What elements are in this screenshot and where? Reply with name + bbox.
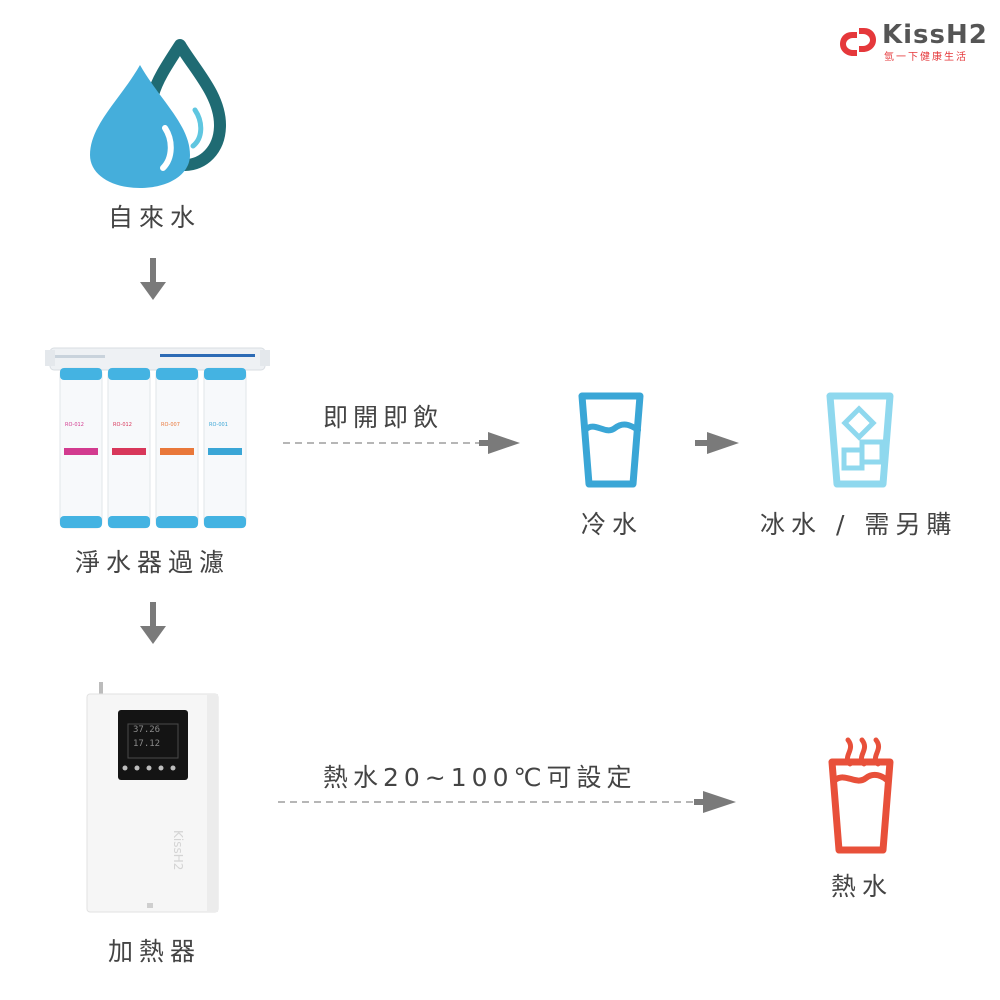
heater-display-reading: 37.26: [133, 725, 161, 735]
purifier-label: 淨水器過濾: [75, 548, 231, 577]
dashed-arrow: [278, 791, 736, 813]
hot-water-label: 熱水: [831, 872, 894, 901]
heater-label: 加熱器: [108, 937, 202, 966]
down-arrow-icon: [140, 602, 166, 644]
ice-water-label: 冰水 / 需另購: [760, 510, 958, 539]
filter-code: RO-012: [65, 422, 84, 428]
down-arrow-icon: [140, 258, 166, 300]
purifier-image: RO-012 RO-012 RO-007 RO-001: [45, 340, 270, 530]
brand-logo: KissH2 氫一下健康生活: [838, 20, 988, 64]
logo-mark-icon: [840, 28, 876, 56]
heater-display-reading: 17.12: [133, 739, 161, 749]
cold-water-label: 冷水: [581, 510, 644, 539]
filter-code: RO-007: [161, 422, 180, 428]
water-drops-icon: [90, 39, 226, 188]
dashed-arrow: [283, 432, 520, 454]
heater-image: 37.26 17.12 KissH2: [85, 680, 220, 915]
ice-water-cup-icon: [826, 392, 894, 488]
heater-brand-mark: KissH2: [171, 830, 185, 871]
logo-brand-text: KissH2: [882, 20, 988, 50]
hot-water-cup-icon: [828, 737, 894, 854]
tap-water-label: 自來水: [108, 203, 202, 232]
filter-code: RO-001: [209, 422, 228, 428]
cold-water-cup-icon: [578, 392, 644, 488]
instant-drink-note: 即開即飲: [323, 403, 444, 432]
logo-tagline: 氫一下健康生活: [884, 52, 968, 63]
right-arrow-icon: [695, 432, 739, 454]
filter-code: RO-012: [113, 422, 132, 428]
hot-water-setting-note: 熱水20~100℃可設定: [323, 763, 637, 792]
